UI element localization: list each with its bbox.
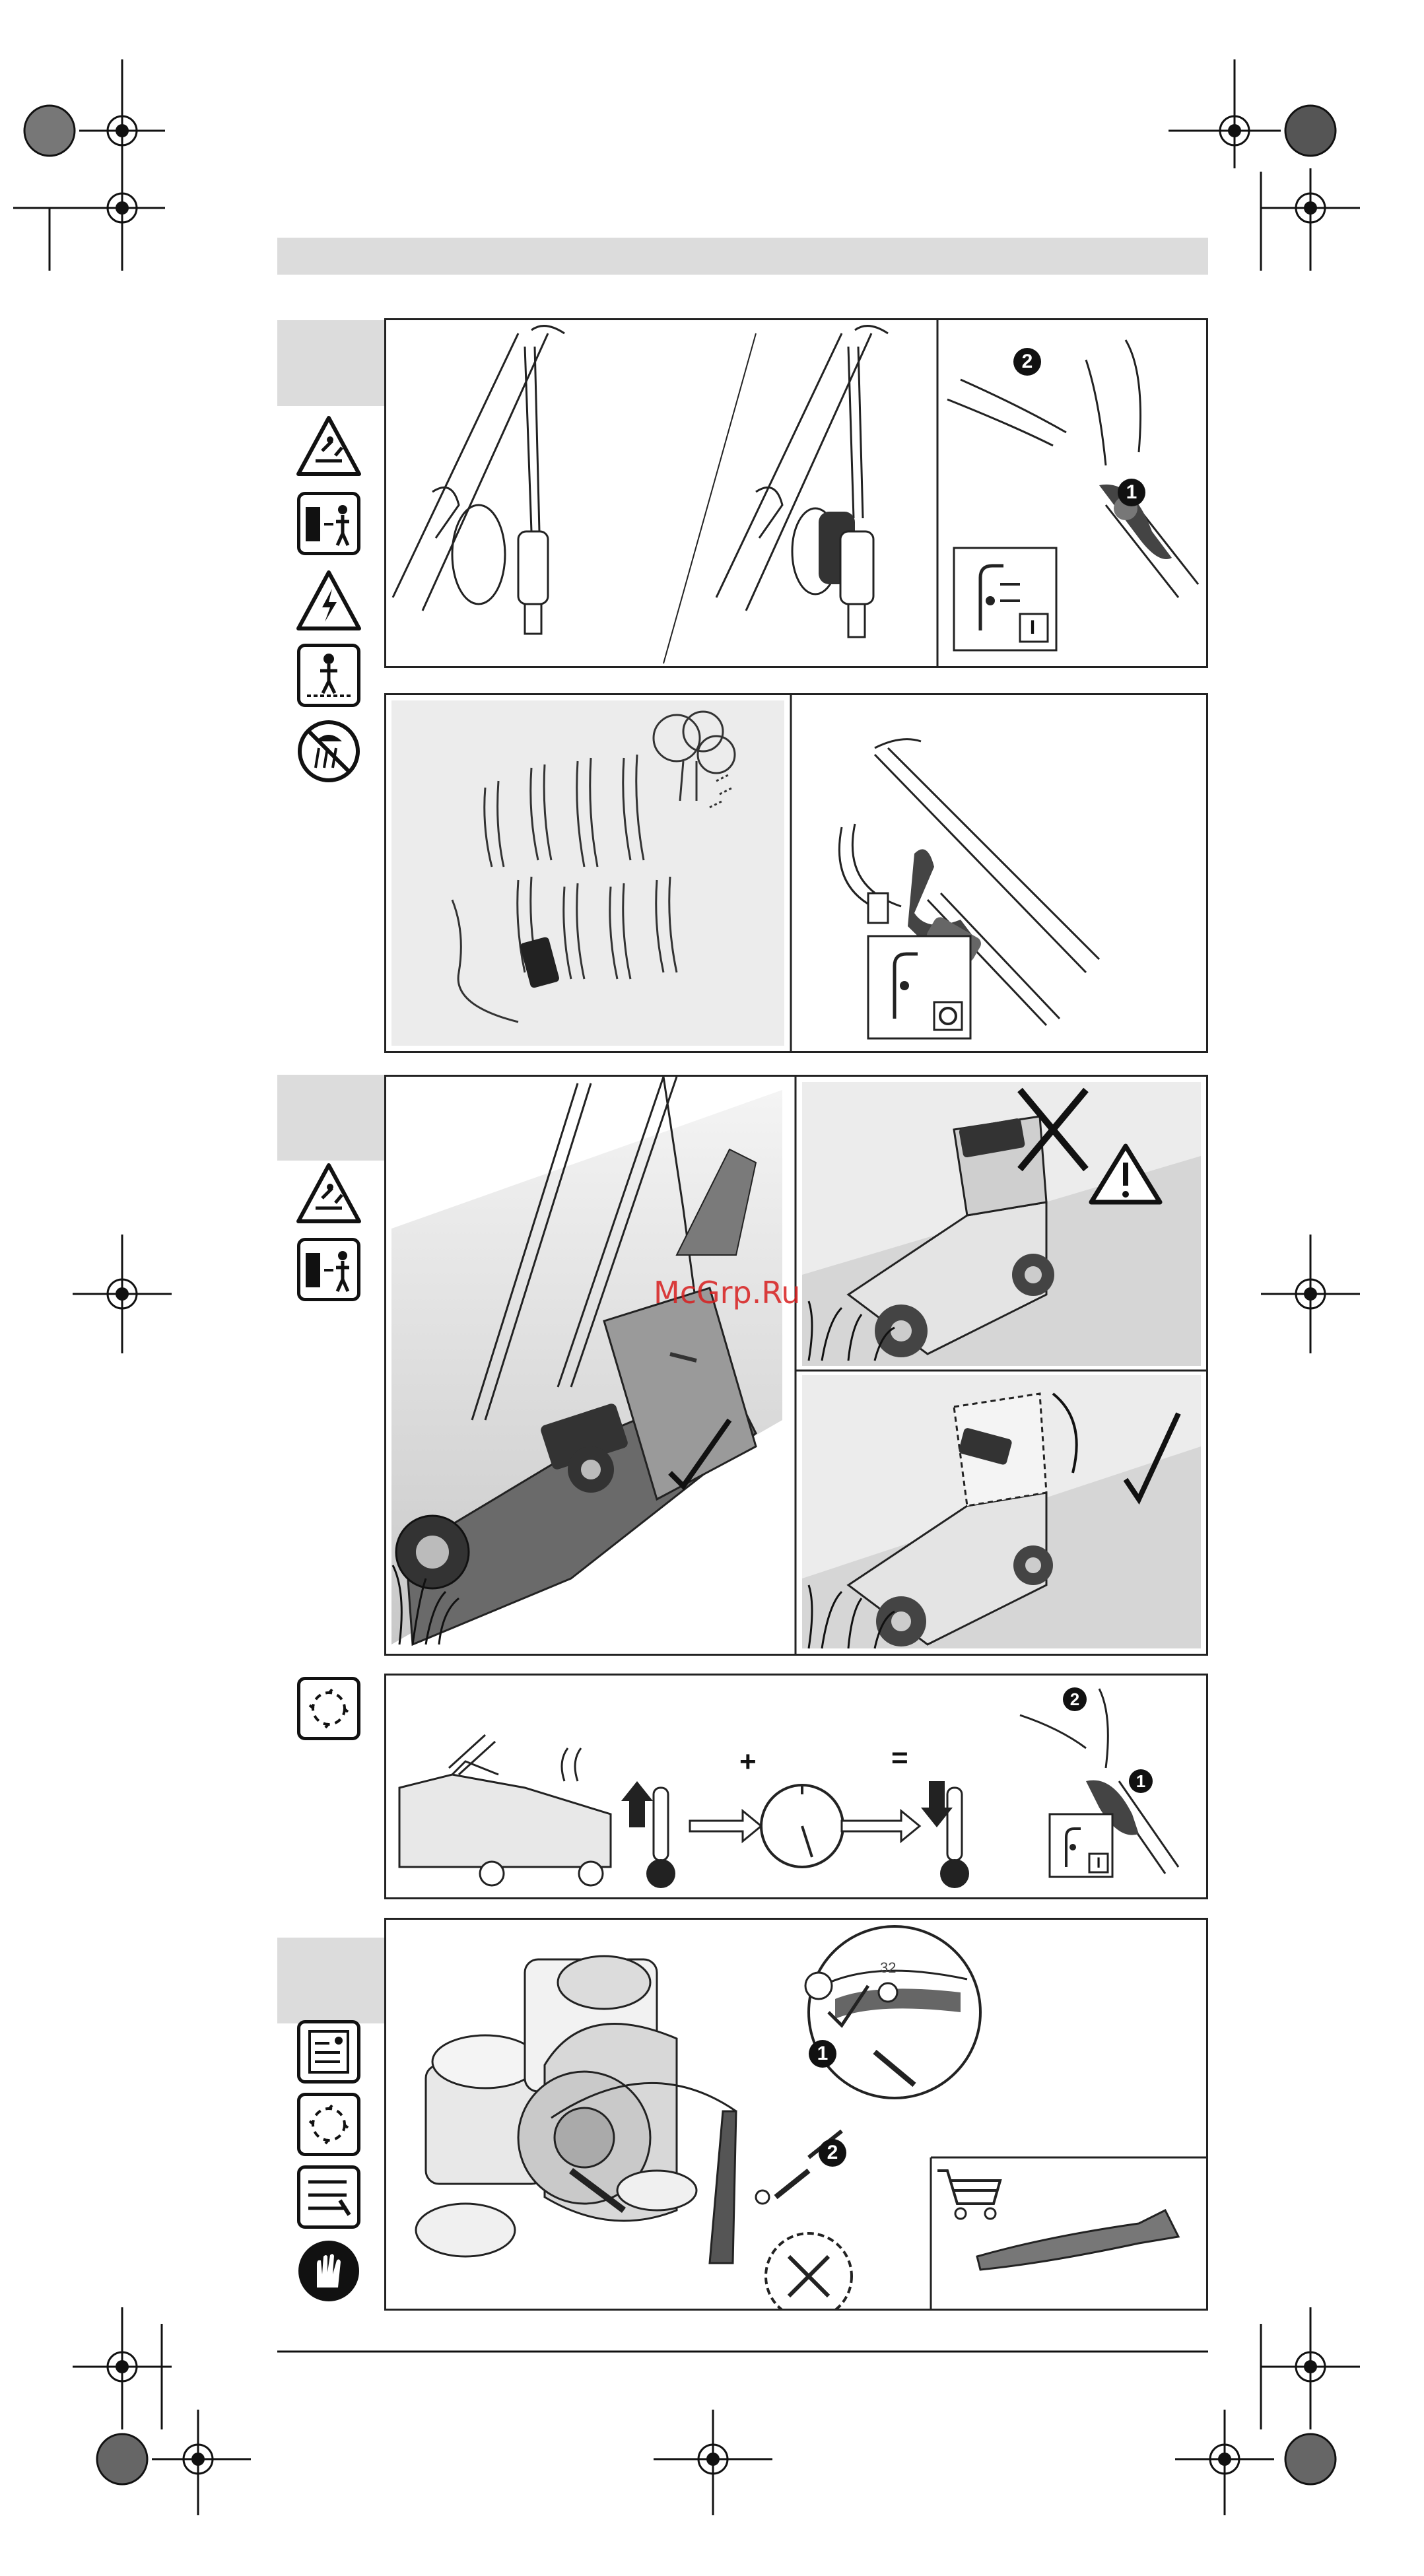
step-1-badge: 1: [1118, 479, 1145, 506]
flying-debris-warning-icon: [296, 415, 362, 478]
step-1-badge-blade: 1: [809, 2040, 836, 2068]
step-1-badge-small: 1: [1129, 1769, 1153, 1793]
blade-marking-label: 32: [880, 1959, 896, 1977]
step-2-badge-small: 2: [1063, 1687, 1087, 1711]
maintenance-tools-icon: [297, 2165, 360, 2229]
switch-on-symbol-small: I: [1089, 1854, 1108, 1872]
plus-sign: +: [739, 1746, 757, 1779]
flying-debris-warning-icon-2: [296, 1162, 362, 1225]
keep-distance-icon: [297, 492, 360, 555]
blade-stop-icon: [297, 1677, 360, 1740]
equals-sign: =: [891, 1742, 908, 1775]
operator-position-icon: [297, 644, 360, 707]
electric-shock-warning-icon: [296, 569, 362, 632]
step-2-badge-blade: 2: [819, 2139, 846, 2167]
blade-stop-icon-2: [297, 2093, 360, 2156]
panel-cool-down: + = 2 1 I: [384, 1674, 1208, 1899]
header-bar: [277, 238, 1208, 275]
section-tab-2: [277, 1075, 386, 1161]
keep-distance-icon-2: [297, 1238, 360, 1301]
no-rain-icon: [296, 718, 362, 784]
wear-gloves-icon: [296, 2238, 362, 2304]
panel-mowing-pattern: [384, 693, 1208, 1053]
switch-on-symbol: I: [1019, 614, 1046, 642]
panel-blade-replacement: 1 2 32: [384, 1918, 1208, 2311]
section-tab-1: [277, 320, 386, 406]
section-tab-3: [277, 1938, 386, 2023]
panel-cable-connect: 2 1 I: [384, 318, 1208, 668]
read-manual-icon: [297, 2020, 360, 2084]
watermark-text: McGrp.Ru: [654, 1275, 800, 1310]
step-2-badge: 2: [1013, 348, 1041, 376]
panel-slope-mowing: McGrp.Ru: [384, 1075, 1208, 1656]
